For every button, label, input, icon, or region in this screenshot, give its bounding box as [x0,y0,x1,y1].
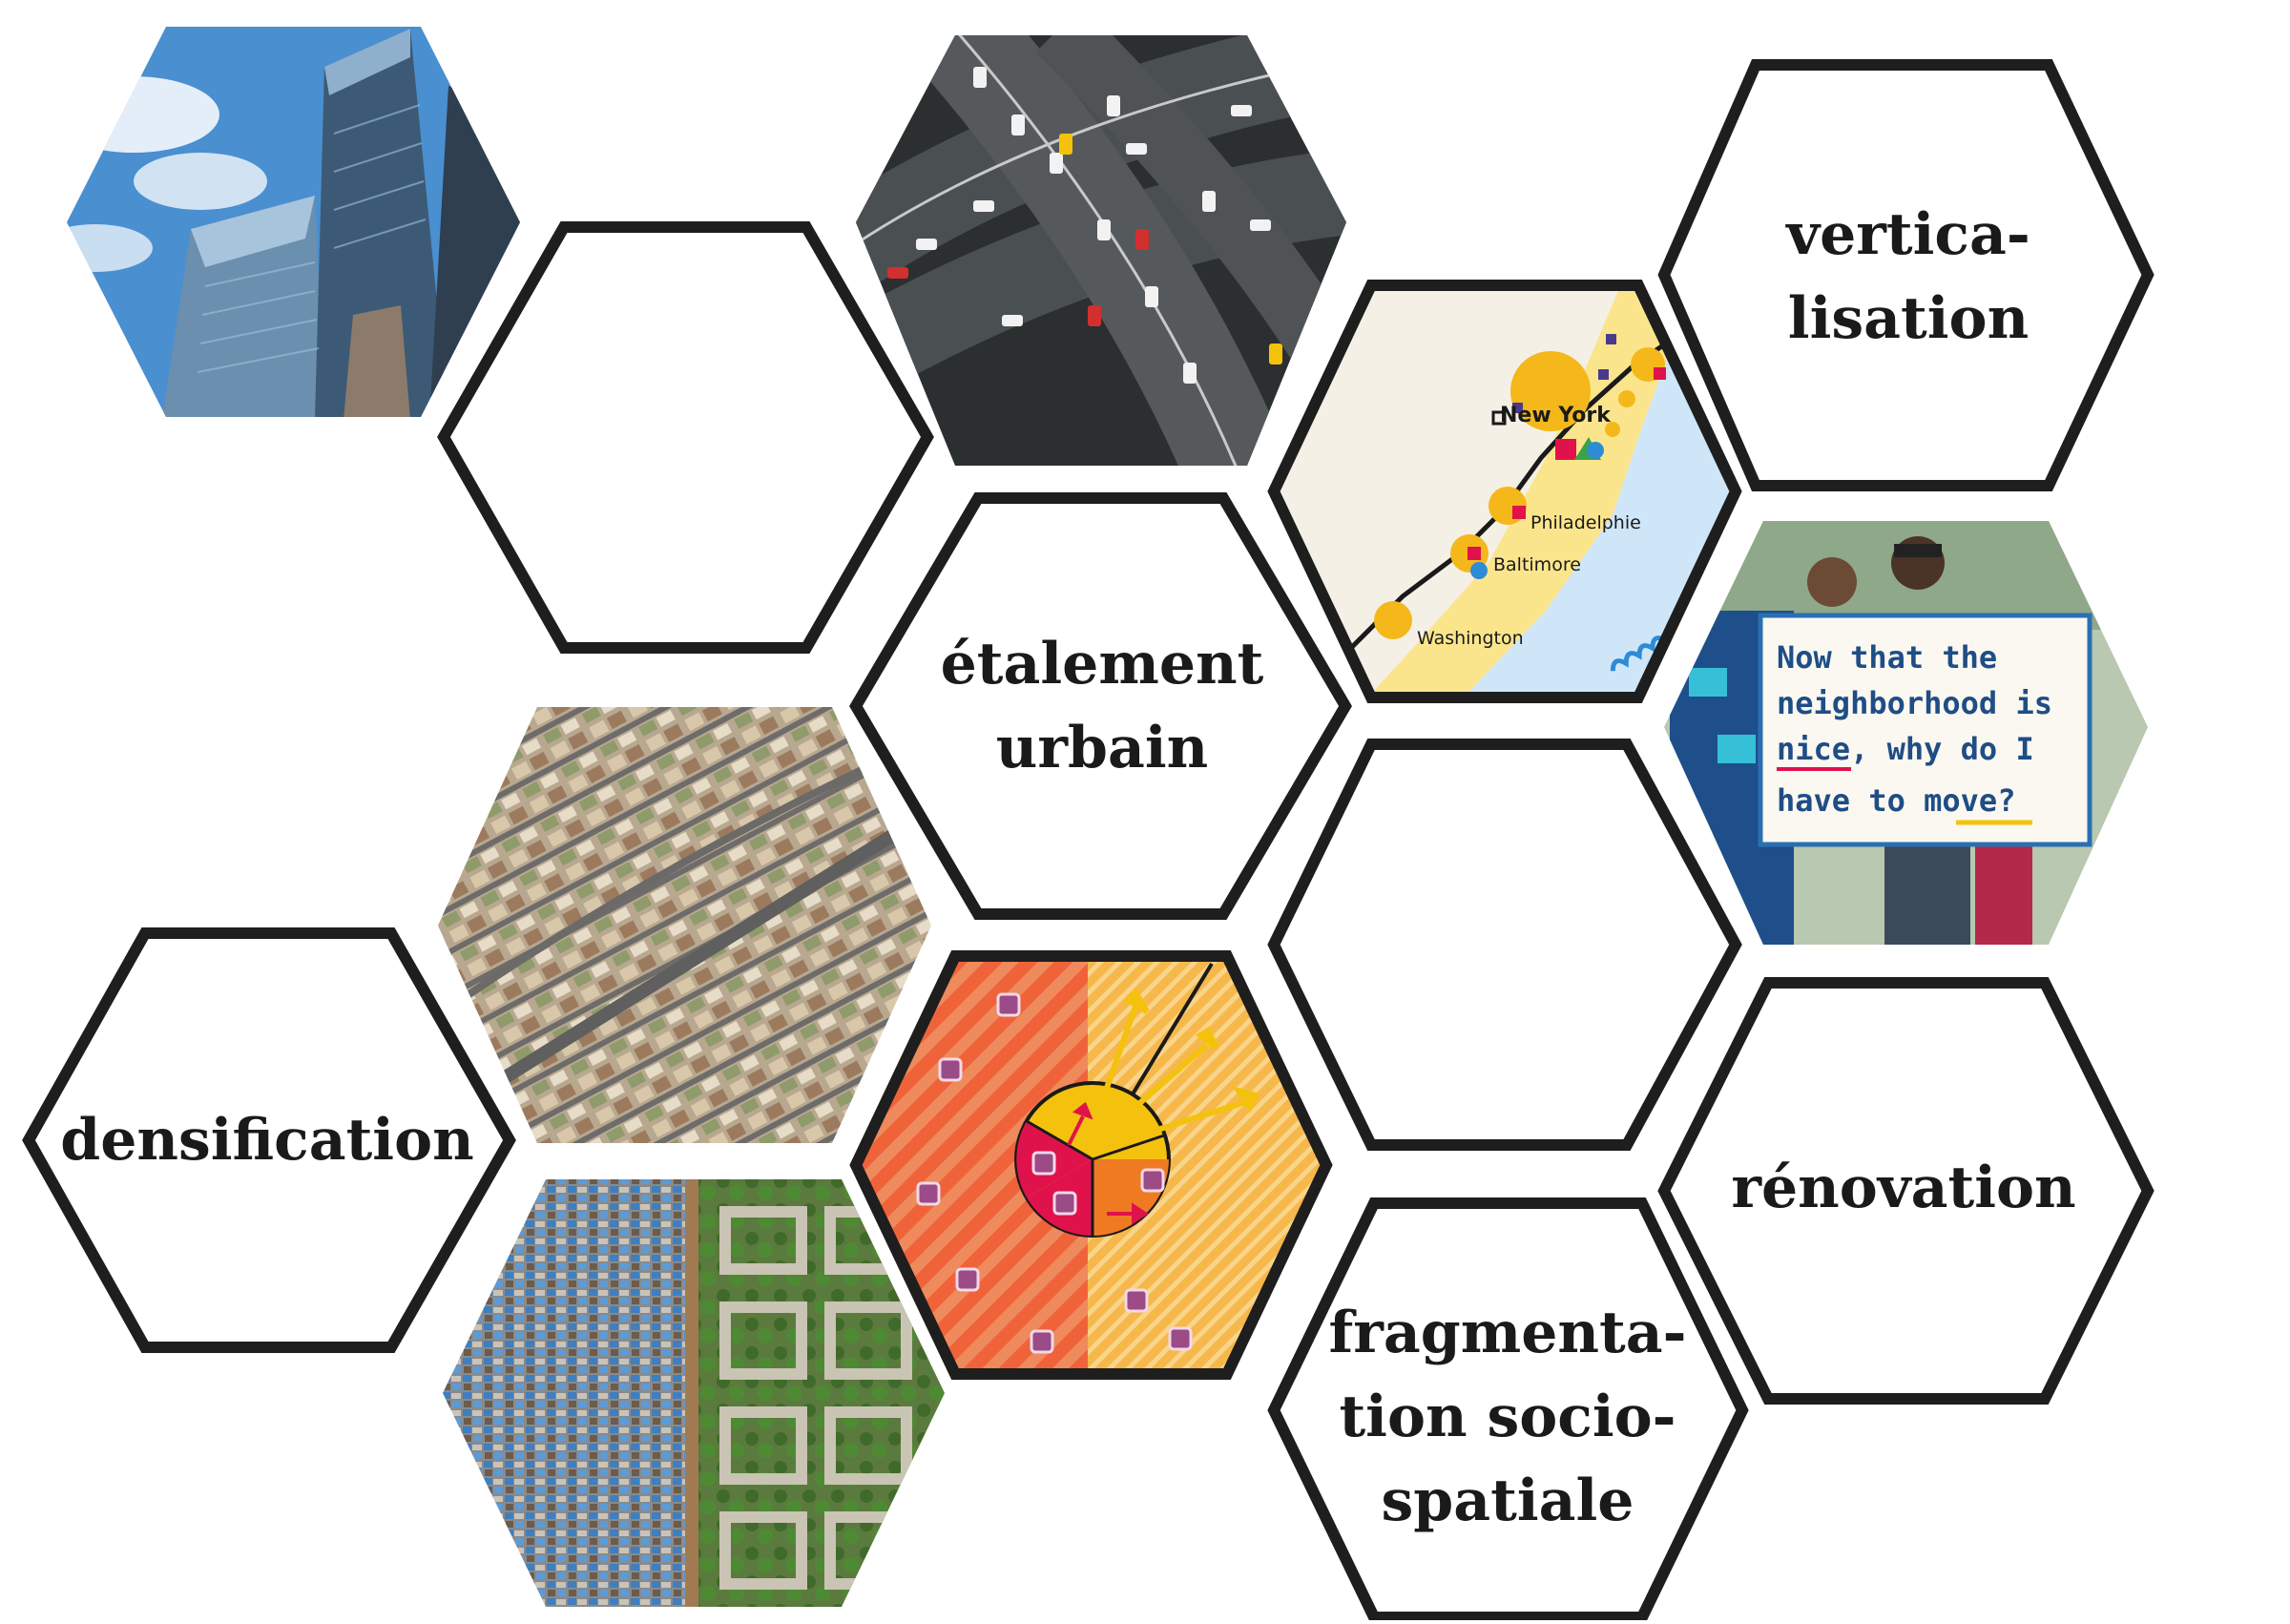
skyscrapers-image [67,27,520,417]
label-renovation: rénovation [1698,1126,2109,1250]
label-fragmentation-line-3: spatiale [1381,1468,1634,1534]
label-verticalisation-line-1: vertica- [1786,201,2030,268]
label-densification-line-1: densification [60,1107,474,1174]
sign-line-4: have to move? [1777,782,2015,819]
protest-sign-image: Now that the neighborhood is nice, why d… [1664,521,2148,945]
label-verticalisation: vertica-lisation [1718,172,2099,382]
label-densification: densification [38,1078,496,1202]
megalopolis-map-image: New York Philadelphie Baltimore Washingt… [1274,285,1736,697]
hexagon-outline-etalement [849,492,1352,920]
map-label-philadelphia: Philadelphie [1530,512,1641,533]
city-marker-new-york [1510,351,1591,431]
hexagon-outline-renovation [1657,977,2155,1405]
sign-line-3: nice, why do I [1777,731,2034,767]
highway-image [856,35,1346,466]
map-label-washington: Washington [1417,628,1524,649]
label-etalement-line-2: urbain [995,715,1209,781]
map-label-new-york: New York [1500,404,1612,427]
hexagon-outline-empty-middle [1267,739,1742,1151]
hexagon-outline-map [1267,280,1742,703]
suburb-aerial-image [438,707,931,1143]
label-renovation-line-1: rénovation [1731,1155,2076,1221]
label-etalement-line-1: étalement [940,631,1264,697]
hexagon-outline-verticalisation [1657,59,2155,491]
sign-line-2: neighborhood is [1777,685,2052,721]
hexagon-outline-fragmentation [1267,1197,1749,1623]
label-fragmentation: fragmenta-tion socio-spatiale [1298,1283,1718,1551]
slum-contrast-image [443,1179,945,1607]
map-label-baltimore: Baltimore [1493,554,1581,575]
city-marker-washington [1374,601,1412,639]
label-fragmentation-line-1: fragmenta- [1328,1300,1687,1366]
label-etalement-urbain: étalement urbain [906,601,1298,811]
hexagon-outline-empty-top [437,221,934,654]
label-fragmentation-line-2: tion socio- [1339,1384,1676,1450]
hexagon-outline-densification [22,927,516,1353]
hexagon-outline-diagram [849,950,1333,1380]
label-verticalisation-line-2: lisation [1787,285,2030,352]
sign-line-1: Now that the [1777,639,1997,676]
